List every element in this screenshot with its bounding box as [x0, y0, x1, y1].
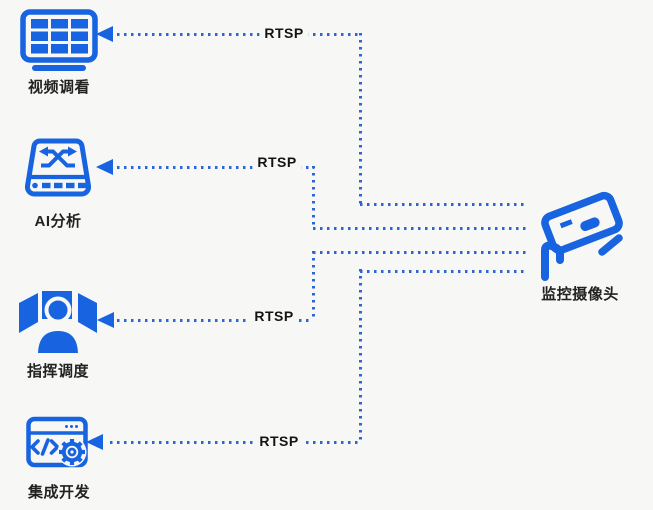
- rtsp-connection-segment: [313, 251, 528, 254]
- cctv-camera-icon: [532, 189, 628, 281]
- rtsp-connection-segment: [312, 166, 315, 229]
- rtsp-connection-segment: [117, 166, 314, 169]
- rtsp-connection-segment: [312, 251, 315, 321]
- node-label: 监控摄像头: [541, 286, 619, 303]
- rtsp-connection-segment: [110, 441, 361, 444]
- rtsp-connection-segment: [359, 269, 362, 443]
- node-video-viewing: 视频调看: [17, 9, 101, 97]
- node-camera: 监控摄像头: [532, 189, 628, 304]
- protocol-label: RTSP: [252, 153, 302, 171]
- operator-screens-icon: [17, 289, 99, 355]
- protocol-label: RTSP: [249, 307, 299, 325]
- code-gear-icon: [25, 415, 93, 473]
- rtsp-connection-segment: [360, 203, 528, 206]
- protocol-label: RTSP: [259, 24, 309, 42]
- arrowhead-icon: [97, 312, 114, 328]
- arrowhead-icon: [96, 26, 113, 42]
- node-label: 视频调看: [27, 79, 90, 96]
- video-wall-icon: [20, 9, 98, 71]
- rtsp-connection-segment: [117, 319, 313, 322]
- node-command-dispatch: 指挥调度: [17, 289, 99, 381]
- arrowhead-icon: [86, 434, 103, 450]
- network-switch-icon: [21, 138, 95, 200]
- rtsp-connection-segment: [313, 227, 528, 230]
- arrowhead-icon: [96, 159, 113, 175]
- rtsp-connection-segment: [359, 33, 362, 205]
- node-label: 指挥调度: [26, 363, 89, 380]
- protocol-label: RTSP: [254, 432, 304, 450]
- node-label: AI分析: [34, 213, 82, 230]
- node-label: 集成开发: [27, 484, 90, 501]
- node-ai-analysis: AI分析: [20, 138, 96, 231]
- rtsp-connection-segment: [117, 33, 361, 36]
- node-integration-dev: 集成开发: [25, 415, 93, 502]
- rtsp-connection-segment: [360, 270, 528, 273]
